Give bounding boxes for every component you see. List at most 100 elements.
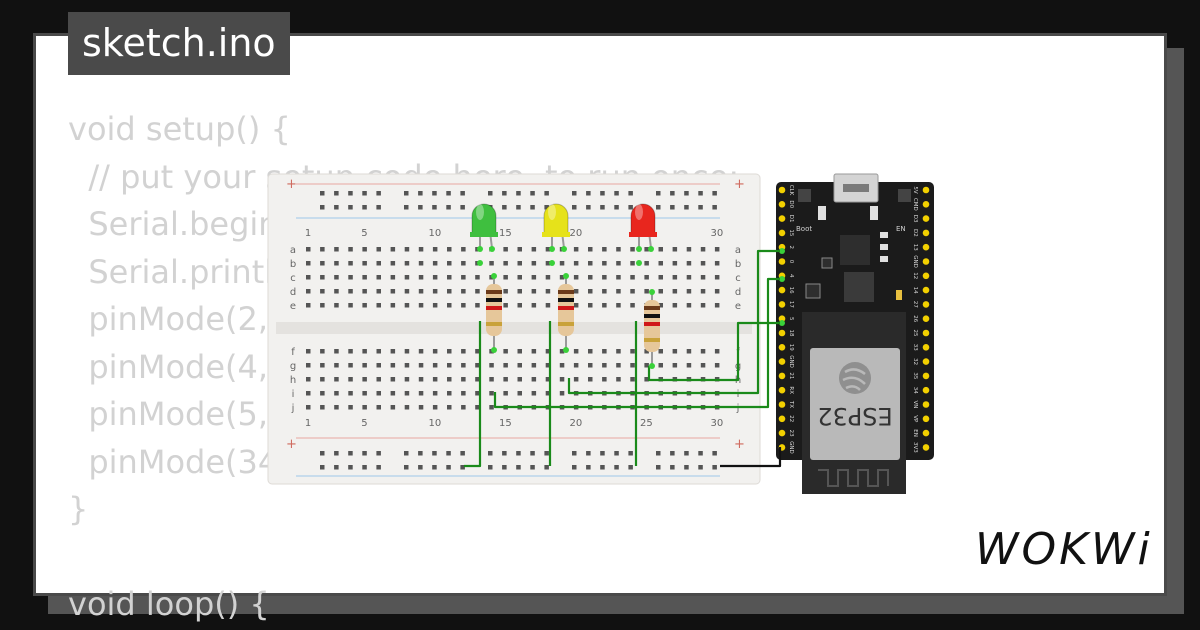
breadboard-hole[interactable] bbox=[700, 303, 706, 308]
led-green[interactable] bbox=[471, 203, 497, 237]
breadboard-hole[interactable] bbox=[517, 247, 523, 252]
breadboard-hole[interactable] bbox=[418, 349, 424, 354]
breadboard-hole[interactable] bbox=[531, 349, 537, 354]
breadboard-hole[interactable] bbox=[418, 247, 424, 252]
header-pin[interactable] bbox=[922, 243, 930, 251]
breadboard-hole[interactable] bbox=[573, 349, 579, 354]
breadboard-hole[interactable] bbox=[644, 247, 649, 252]
breadboard-hole[interactable] bbox=[404, 289, 410, 294]
breadboard-hole[interactable] bbox=[700, 247, 706, 252]
breadboard-hole[interactable] bbox=[362, 391, 367, 396]
header-pin[interactable] bbox=[922, 229, 930, 237]
header-pin[interactable] bbox=[778, 329, 786, 337]
breadboard-hole[interactable] bbox=[461, 303, 466, 308]
breadboard-hole[interactable] bbox=[306, 377, 311, 382]
breadboard-hole[interactable] bbox=[348, 205, 353, 210]
breadboard-hole[interactable] bbox=[348, 247, 353, 252]
breadboard-hole[interactable] bbox=[306, 405, 311, 410]
breadboard-hole[interactable] bbox=[530, 451, 535, 456]
breadboard-hole[interactable] bbox=[502, 205, 507, 210]
breadboard-hole[interactable] bbox=[362, 363, 367, 368]
breadboard-hole[interactable] bbox=[516, 465, 521, 470]
header-pin[interactable] bbox=[778, 186, 786, 194]
breadboard-hole[interactable] bbox=[672, 275, 678, 280]
breadboard-hole[interactable] bbox=[334, 349, 339, 354]
breadboard-hole[interactable] bbox=[460, 205, 465, 210]
breadboard-hole[interactable] bbox=[447, 363, 452, 368]
breadboard-hole[interactable] bbox=[531, 363, 537, 368]
breadboard-hole[interactable] bbox=[700, 275, 706, 280]
breadboard-hole[interactable] bbox=[600, 191, 605, 196]
breadboard-hole[interactable] bbox=[376, 363, 382, 368]
breadboard-hole[interactable] bbox=[616, 349, 621, 354]
breadboard-hole[interactable] bbox=[656, 451, 661, 456]
breadboard-hole[interactable] bbox=[530, 205, 535, 210]
breadboard-hole[interactable] bbox=[404, 205, 409, 210]
header-pin[interactable] bbox=[778, 301, 786, 308]
breadboard-hole[interactable] bbox=[418, 289, 424, 294]
breadboard-hole[interactable] bbox=[376, 465, 381, 470]
breadboard-hole[interactable] bbox=[320, 303, 325, 308]
breadboard-hole[interactable] bbox=[559, 363, 565, 368]
breadboard-hole[interactable] bbox=[700, 349, 706, 354]
breadboard-hole[interactable] bbox=[630, 261, 635, 266]
breadboard-hole[interactable] bbox=[376, 247, 382, 252]
breadboard-hole[interactable] bbox=[404, 275, 410, 280]
breadboard-hole[interactable] bbox=[348, 275, 353, 280]
breadboard-hole[interactable] bbox=[573, 303, 579, 308]
breadboard-hole[interactable] bbox=[432, 377, 438, 382]
breadboard-hole[interactable] bbox=[531, 303, 537, 308]
breadboard-hole[interactable] bbox=[362, 377, 367, 382]
breadboard-hole[interactable] bbox=[586, 465, 591, 470]
breadboard-hole[interactable] bbox=[461, 247, 466, 252]
header-pin[interactable] bbox=[922, 315, 930, 323]
breadboard-hole[interactable] bbox=[502, 451, 507, 456]
breadboard-hole[interactable] bbox=[320, 451, 325, 456]
header-pin[interactable] bbox=[922, 201, 930, 208]
breadboard-hole[interactable] bbox=[616, 261, 621, 266]
breadboard-hole[interactable] bbox=[447, 247, 452, 252]
breadboard-hole[interactable] bbox=[418, 275, 424, 280]
breadboard-hole[interactable] bbox=[460, 191, 465, 196]
breadboard-hole[interactable] bbox=[418, 451, 423, 456]
breadboard-hole[interactable] bbox=[586, 191, 591, 196]
breadboard-hole[interactable] bbox=[544, 465, 549, 470]
breadboard-hole[interactable] bbox=[644, 363, 649, 368]
breadboard-hole[interactable] bbox=[348, 377, 353, 382]
breadboard-hole[interactable] bbox=[517, 261, 523, 266]
breadboard-hole[interactable] bbox=[628, 465, 633, 470]
breadboard-hole[interactable] bbox=[320, 261, 325, 266]
breadboard-hole[interactable] bbox=[334, 465, 339, 470]
breadboard-hole[interactable] bbox=[404, 303, 410, 308]
breadboard-hole[interactable] bbox=[348, 451, 353, 456]
breadboard-hole[interactable] bbox=[320, 349, 325, 354]
breadboard-hole[interactable] bbox=[559, 275, 565, 280]
breadboard-hole[interactable] bbox=[390, 405, 396, 410]
breadboard-hole[interactable] bbox=[447, 289, 452, 294]
breadboard-hole[interactable] bbox=[418, 377, 424, 382]
breadboard-hole[interactable] bbox=[334, 363, 339, 368]
header-pin[interactable] bbox=[778, 344, 786, 351]
breadboard-hole[interactable] bbox=[348, 261, 353, 266]
breadboard-hole[interactable] bbox=[306, 391, 311, 396]
breadboard-hole[interactable] bbox=[461, 289, 466, 294]
breadboard-hole[interactable] bbox=[461, 349, 466, 354]
breadboard-hole[interactable] bbox=[362, 451, 367, 456]
breadboard-hole[interactable] bbox=[670, 205, 675, 210]
breadboard-hole[interactable] bbox=[516, 451, 521, 456]
breadboard-hole[interactable] bbox=[334, 275, 339, 280]
breadboard-hole[interactable] bbox=[348, 465, 353, 470]
header-pin[interactable] bbox=[778, 315, 786, 323]
breadboard-hole[interactable] bbox=[686, 363, 692, 368]
breadboard-hole[interactable] bbox=[517, 391, 523, 396]
header-pin[interactable] bbox=[922, 215, 930, 222]
breadboard-hole[interactable] bbox=[488, 191, 493, 196]
breadboard-hole[interactable] bbox=[446, 465, 451, 470]
breadboard-hole[interactable] bbox=[432, 275, 438, 280]
breadboard-hole[interactable] bbox=[530, 191, 535, 196]
breadboard-hole[interactable] bbox=[672, 349, 678, 354]
breadboard-hole[interactable] bbox=[447, 391, 452, 396]
breadboard-hole[interactable] bbox=[656, 465, 661, 470]
breadboard-hole[interactable] bbox=[362, 261, 367, 266]
breadboard-hole[interactable] bbox=[475, 377, 480, 382]
